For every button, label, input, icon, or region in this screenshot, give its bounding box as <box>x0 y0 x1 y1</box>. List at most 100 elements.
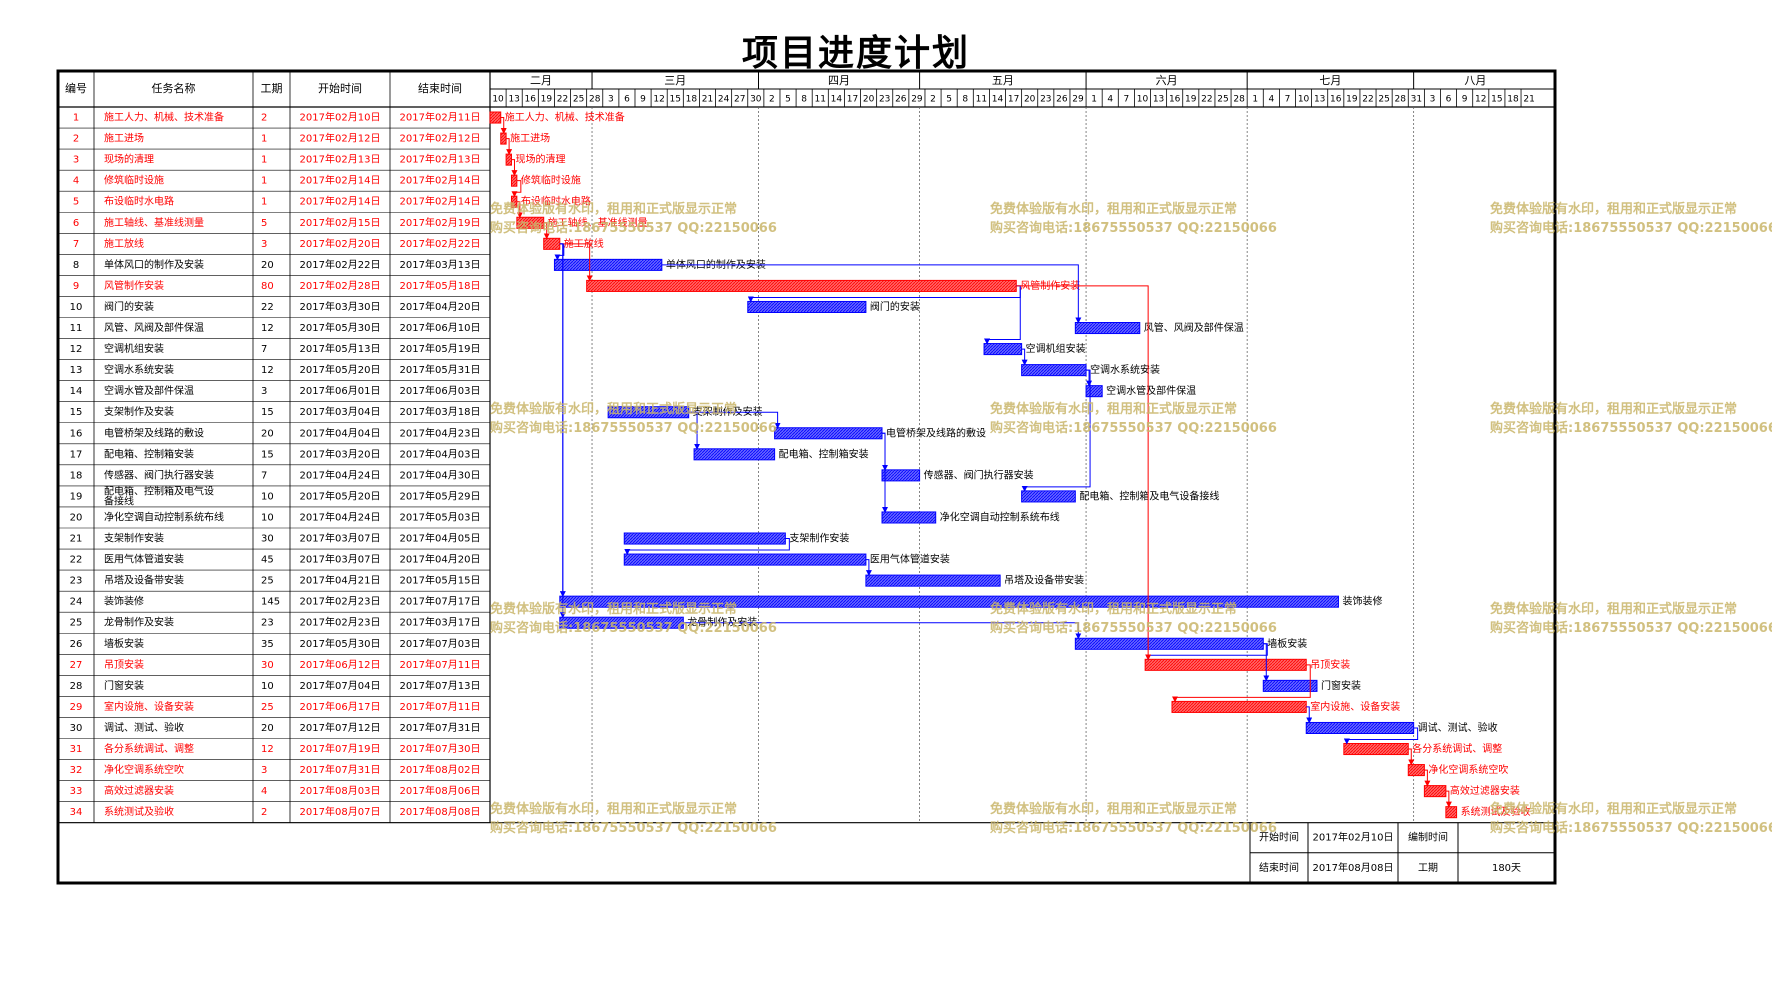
day-label: 2 <box>930 95 936 105</box>
task-start: 2017年07月12日 <box>300 721 381 734</box>
day-label: 23 <box>1040 95 1051 105</box>
task-start: 2017年06月12日 <box>300 658 381 671</box>
task-start: 2017年04月24日 <box>300 510 381 523</box>
task-start: 2017年02月20日 <box>300 237 381 250</box>
footer-start-label: 开始时间 <box>1259 831 1299 844</box>
day-label: 21 <box>1523 95 1534 105</box>
bar-label: 电管桥架及线路的敷设 <box>886 426 986 439</box>
gantt-bar <box>983 343 1023 356</box>
task-name: 净化空调自动控制系统布线 <box>104 510 224 523</box>
task-start: 2017年08月07日 <box>300 805 381 818</box>
gantt-bar <box>1445 806 1458 819</box>
task-start: 2017年03月20日 <box>300 447 381 460</box>
task-start: 2017年02月10日 <box>300 111 381 124</box>
task-id: 23 <box>70 576 83 587</box>
task-start: 2017年05月20日 <box>300 363 381 376</box>
gantt-bar <box>1021 490 1076 503</box>
task-start: 2017年03月30日 <box>300 300 381 313</box>
task-duration: 15 <box>261 407 274 418</box>
gantt-bar <box>1085 385 1103 398</box>
bar-label: 配电箱、控制箱及电气设备接线 <box>1079 489 1219 502</box>
task-name: 风管制作安装 <box>104 279 164 292</box>
task-name: 施工放线 <box>104 237 144 250</box>
task-name: 单体风口的制作及安装 <box>104 258 204 271</box>
day-label: 17 <box>1008 95 1019 105</box>
bar-label: 高效过滤器安装 <box>1450 784 1520 797</box>
bar-label: 门窗安装 <box>1321 679 1361 692</box>
task-duration: 2 <box>261 113 267 124</box>
task-duration: 1 <box>261 134 267 145</box>
task-duration: 1 <box>261 176 267 187</box>
day-label: 16 <box>1330 95 1342 105</box>
task-start: 2017年08月03日 <box>300 784 381 797</box>
gantt-bar <box>623 532 786 545</box>
day-label: 14 <box>831 95 843 105</box>
task-duration: 3 <box>261 765 267 776</box>
gantt-bar <box>1074 637 1264 650</box>
task-id: 11 <box>70 323 83 334</box>
task-duration: 30 <box>261 534 274 545</box>
task-end: 2017年02月11日 <box>400 111 481 124</box>
task-duration: 25 <box>261 576 274 587</box>
task-end: 2017年03月13日 <box>400 258 481 271</box>
day-label: 9 <box>640 95 646 105</box>
gantt-bar <box>1407 764 1425 777</box>
bar-label: 现场的清理 <box>515 153 565 166</box>
day-label: 26 <box>895 95 907 105</box>
task-end: 2017年07月03日 <box>400 637 481 650</box>
month-label: 四月 <box>828 74 850 87</box>
day-label: 28 <box>1233 95 1245 105</box>
task-duration: 1 <box>261 197 267 208</box>
day-label: 18 <box>1507 95 1519 105</box>
task-name: 系统测试及验收 <box>104 805 174 818</box>
gantt-bar <box>881 511 937 524</box>
day-label: 17 <box>847 95 858 105</box>
task-start: 2017年06月17日 <box>300 700 381 713</box>
gantt-bar <box>553 258 663 271</box>
dependency-arrow <box>661 264 1082 324</box>
footer-author-label: 编制时间 <box>1408 831 1448 844</box>
task-id: 9 <box>73 281 79 292</box>
dependency-arrow <box>1306 706 1313 724</box>
day-label: 28 <box>1394 95 1406 105</box>
day-label: 22 <box>1362 95 1373 105</box>
task-end: 2017年05月03日 <box>400 510 481 523</box>
task-end: 2017年05月15日 <box>400 574 481 587</box>
bar-label: 空调机组安装 <box>1026 342 1086 355</box>
task-id: 24 <box>70 597 83 608</box>
task-duration: 145 <box>261 597 280 608</box>
day-label: 20 <box>1024 95 1036 105</box>
day-label: 15 <box>1491 95 1502 105</box>
day-label: 30 <box>750 95 762 105</box>
dependency-arrow <box>1171 664 1311 703</box>
task-name: 阀门的安装 <box>104 300 154 313</box>
day-label: 8 <box>962 95 968 105</box>
gantt-bar <box>505 153 512 166</box>
task-id: 22 <box>70 555 83 566</box>
task-end: 2017年08月06日 <box>400 784 481 797</box>
day-label: 9 <box>1462 95 1468 105</box>
task-start: 2017年04月21日 <box>300 574 381 587</box>
day-label: 25 <box>1378 95 1389 105</box>
task-id: 8 <box>73 260 79 271</box>
task-end: 2017年07月11日 <box>400 658 481 671</box>
month-label: 六月 <box>1156 74 1178 87</box>
task-id: 1 <box>73 113 79 124</box>
gantt-bar <box>1343 743 1409 756</box>
task-id: 21 <box>70 534 83 545</box>
month-label: 二月 <box>530 74 552 87</box>
task-end: 2017年04月20日 <box>400 300 481 313</box>
day-label: 13 <box>1153 95 1164 105</box>
task-end: 2017年04月23日 <box>400 426 481 439</box>
gantt-bar <box>1074 322 1141 335</box>
task-id: 28 <box>70 681 83 692</box>
dependency-arrow <box>688 411 701 450</box>
day-label: 7 <box>1285 95 1291 105</box>
task-name: 吊顶安装 <box>104 658 144 671</box>
task-start: 2017年02月23日 <box>300 616 381 629</box>
task-duration: 22 <box>261 302 274 313</box>
gantt-bar <box>559 616 684 629</box>
task-name: 电管桥架及线路的敷设 <box>104 426 204 439</box>
task-duration: 45 <box>261 555 274 566</box>
gantt-bar <box>559 595 1339 608</box>
